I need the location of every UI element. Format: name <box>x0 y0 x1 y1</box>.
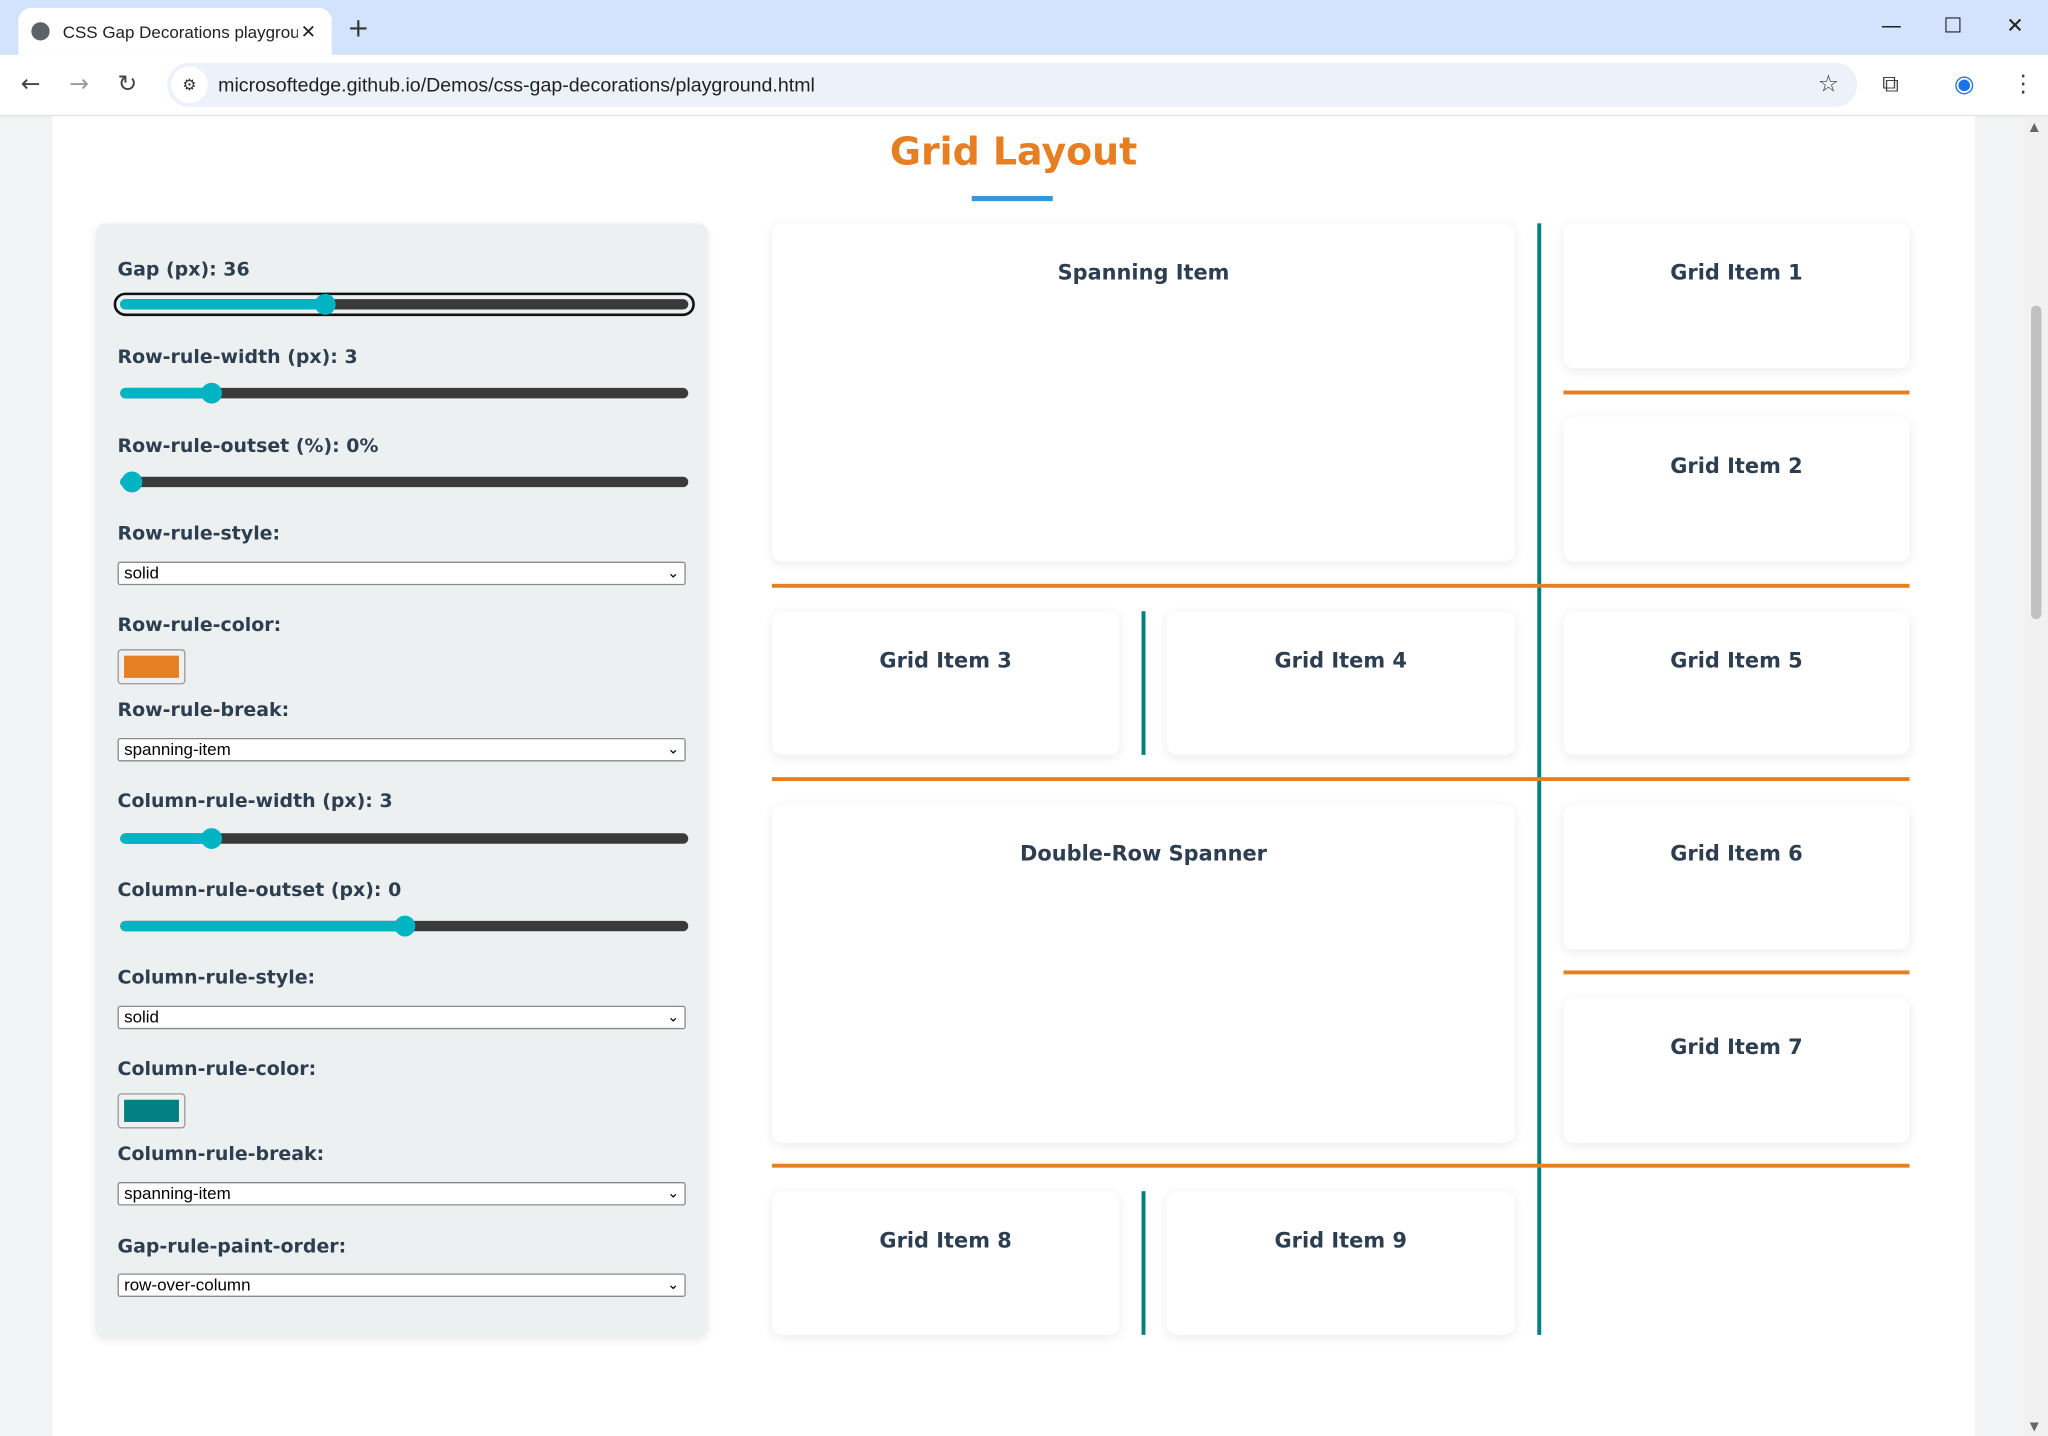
grid-item-spanning: Spanning Item <box>771 223 1516 562</box>
minimize-icon[interactable]: — <box>1880 13 1902 38</box>
row-rule-style-label: Row-rule-style: <box>117 523 281 545</box>
column-rule-width-slider[interactable] <box>120 828 689 849</box>
row-rule <box>1563 970 1910 975</box>
browser-tab[interactable]: CSS Gap Decorations playground ✕ <box>18 7 332 55</box>
column-rule <box>1141 611 1146 755</box>
grid-item-6: Grid Item 6 <box>1563 804 1910 950</box>
forward-icon[interactable]: → <box>69 70 89 98</box>
select-value: solid <box>124 562 160 583</box>
slider-fill <box>120 833 212 844</box>
site-settings-icon[interactable]: ⚙ <box>171 66 208 104</box>
row-rule-width-label: Row-rule-width (px): 3 <box>117 347 358 369</box>
gap-label: Gap (px): 36 <box>117 259 250 281</box>
select-value: spanning-item <box>124 739 231 759</box>
scroll-down-icon[interactable]: ▼ <box>2029 1421 2039 1435</box>
grid-item-1: Grid Item 1 <box>1563 223 1910 369</box>
slider-thumb <box>200 828 222 849</box>
title-underline <box>971 195 1053 202</box>
scrollbar[interactable]: ▲ ▼ <box>2024 116 2048 1436</box>
scroll-up-icon[interactable]: ▲ <box>2029 121 2039 135</box>
url-text: microsoftedge.github.io/Demos/css-gap-de… <box>218 73 815 96</box>
slider-thumb <box>121 471 142 493</box>
scrollbar-thumb[interactable] <box>2031 305 2042 620</box>
row-rule-style-select[interactable]: solid ⌄ <box>117 561 686 586</box>
row-rule-width-slider[interactable] <box>120 382 689 404</box>
row-rule <box>1563 390 1910 395</box>
select-value: spanning-item <box>124 1183 231 1203</box>
page-title: Grid Layout <box>889 129 1138 174</box>
row-rule-color-picker[interactable] <box>117 649 186 685</box>
row-rule-outset-slider[interactable] <box>120 471 689 493</box>
select-value: solid <box>124 1007 160 1027</box>
star-icon[interactable]: ☆ <box>1817 70 1840 98</box>
grid-item-double-row-spanner: Double-Row Spanner <box>771 804 1516 1143</box>
tab-title: CSS Gap Decorations playground <box>62 21 298 42</box>
controls-panel: Gap (px): 36 Row-rule-width (px): 3 Row-… <box>95 223 708 1338</box>
column-rule-color-picker[interactable] <box>117 1093 186 1129</box>
row-rule-outset-label: Row-rule-outset (%): 0% <box>117 436 379 458</box>
column-rule-style-select[interactable]: solid ⌄ <box>117 1005 686 1030</box>
globe-icon <box>31 22 50 41</box>
row-rule-color-label: Row-rule-color: <box>117 615 282 637</box>
page-content: Grid Layout Gap (px): 36 Row-rule-width … <box>52 116 1975 1436</box>
chevron-down-icon: ⌄ <box>667 741 680 758</box>
close-icon[interactable]: ✕ <box>300 20 316 42</box>
column-rule-break-select[interactable]: spanning-item ⌄ <box>117 1182 686 1206</box>
reload-icon[interactable]: ↻ <box>117 70 138 98</box>
column-rule <box>1141 1191 1146 1335</box>
color-swatch <box>124 1099 179 1122</box>
grid-item-5: Grid Item 5 <box>1563 611 1910 755</box>
slider-fill <box>120 920 405 932</box>
tab-bar: CSS Gap Decorations playground ✕ + — ☐ ✕ <box>0 0 2048 55</box>
slider-thumb <box>200 382 222 404</box>
gap-rule-paint-order-select[interactable]: row-over-column ⌄ <box>117 1273 686 1297</box>
column-rule-color-label: Column-rule-color: <box>117 1059 317 1081</box>
row-rule <box>771 777 1910 782</box>
grid-item-9: Grid Item 9 <box>1166 1191 1516 1335</box>
grid-item-7: Grid Item 7 <box>1563 997 1910 1143</box>
grid-item-2: Grid Item 2 <box>1563 416 1910 562</box>
extensions-icon[interactable]: ⧉ <box>1882 70 1899 98</box>
plus-icon[interactable]: + <box>347 11 370 44</box>
row-rule <box>771 1163 1910 1168</box>
column-rule-width-label: Column-rule-width (px): 3 <box>117 791 393 813</box>
gap-slider[interactable] <box>113 292 695 317</box>
column-rule-outset-slider[interactable] <box>120 915 689 937</box>
menu-icon[interactable]: ⋮ <box>2011 70 2035 98</box>
gap-rule-paint-order-label: Gap-rule-paint-order: <box>117 1236 347 1258</box>
maximize-icon[interactable]: ☐ <box>1943 13 1963 38</box>
chevron-down-icon: ⌄ <box>667 1277 680 1294</box>
profile-icon[interactable]: ◉ <box>1953 70 1975 98</box>
chevron-down-icon: ⌄ <box>667 565 680 582</box>
slider-thumb <box>393 915 415 937</box>
row-rule-break-select[interactable]: spanning-item ⌄ <box>117 737 686 762</box>
select-value: row-over-column <box>124 1274 251 1295</box>
color-swatch <box>124 655 179 678</box>
back-icon[interactable]: ← <box>20 70 41 98</box>
slider-fill <box>120 299 325 310</box>
close-window-icon[interactable]: ✕ <box>2006 13 2024 38</box>
chevron-down-icon: ⌄ <box>667 1009 680 1026</box>
grid-item-8: Grid Item 8 <box>771 1191 1120 1335</box>
browser-toolbar: ← → ↻ ⚙ microsoftedge.github.io/Demos/cs… <box>0 54 2048 117</box>
row-rule-break-label: Row-rule-break: <box>117 700 290 721</box>
grid-item-4: Grid Item 4 <box>1166 611 1516 755</box>
address-bar[interactable]: ⚙ microsoftedge.github.io/Demos/css-gap-… <box>167 62 1858 108</box>
chevron-down-icon: ⌄ <box>667 1185 680 1202</box>
slider-fill <box>120 387 212 399</box>
column-rule-outset-label: Column-rule-outset (px): 0 <box>117 880 402 902</box>
grid-item-3: Grid Item 3 <box>771 611 1120 755</box>
column-rule-break-label: Column-rule-break: <box>117 1144 325 1166</box>
column-rule-style-label: Column-rule-style: <box>117 967 316 989</box>
row-rule <box>771 583 1910 588</box>
slider-thumb <box>314 293 336 315</box>
